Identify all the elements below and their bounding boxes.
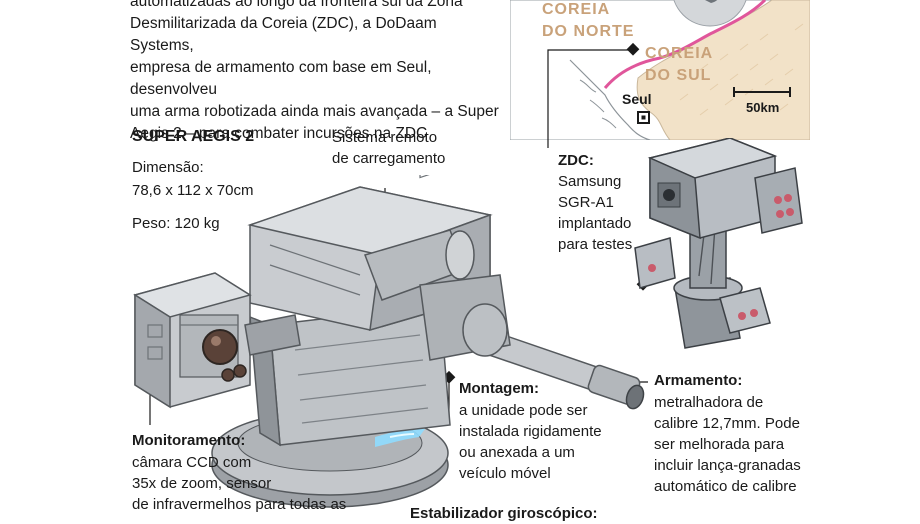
callout-stabilizer-title: Estabilizador giroscópico:: [410, 505, 598, 522]
specs-dimension-label: Dimensão:: [132, 159, 204, 176]
specs-weight: Peso: 120 kg: [132, 215, 220, 232]
callout-mounting-text: a unidade pode ser instalada rigidamente…: [459, 402, 602, 482]
map-city-label: Seul: [622, 91, 652, 107]
map-scale-label: 50km: [746, 100, 779, 115]
intro-paragraph: automatizadas ao longo da fronteira sul …: [130, 0, 499, 142]
map-north-label-line2: DO NORTE: [542, 23, 634, 40]
callout-armament-text: metralhadora de calibre 12,7mm. Pode ser…: [654, 394, 801, 495]
specs-title: SUPER AEGIS 2: [132, 128, 255, 145]
map-south-label-line2: DO SUL: [645, 67, 711, 84]
samsung-sgr-a1-illustration: [634, 138, 803, 349]
specs-dimension-value: 78,6 x 112 x 70cm: [132, 182, 254, 199]
callout-zdc-text: Samsung SGR-A1 implantado para testes: [558, 173, 633, 253]
callout-remote-loading: Sistema remoto de carregamento: [332, 129, 446, 167]
callout-monitoring-text: câmara CCD com 35x de zoom, sensor de in…: [132, 454, 347, 513]
map-south-label-line1: COREIA: [645, 45, 713, 62]
callout-armament-title: Armamento:: [654, 372, 743, 389]
callout-mounting-title: Montagem:: [459, 380, 539, 397]
map-north-label-line1: COREIA: [542, 1, 610, 18]
korea-map: COREIA DO NORTE COREIA DO SUL Seul 50km: [509, 0, 811, 141]
callout-zdc-title: ZDC:: [558, 152, 594, 169]
callout-monitoring-title: Monitoramento:: [132, 432, 246, 449]
super-aegis-turret-illustration: [133, 175, 645, 508]
